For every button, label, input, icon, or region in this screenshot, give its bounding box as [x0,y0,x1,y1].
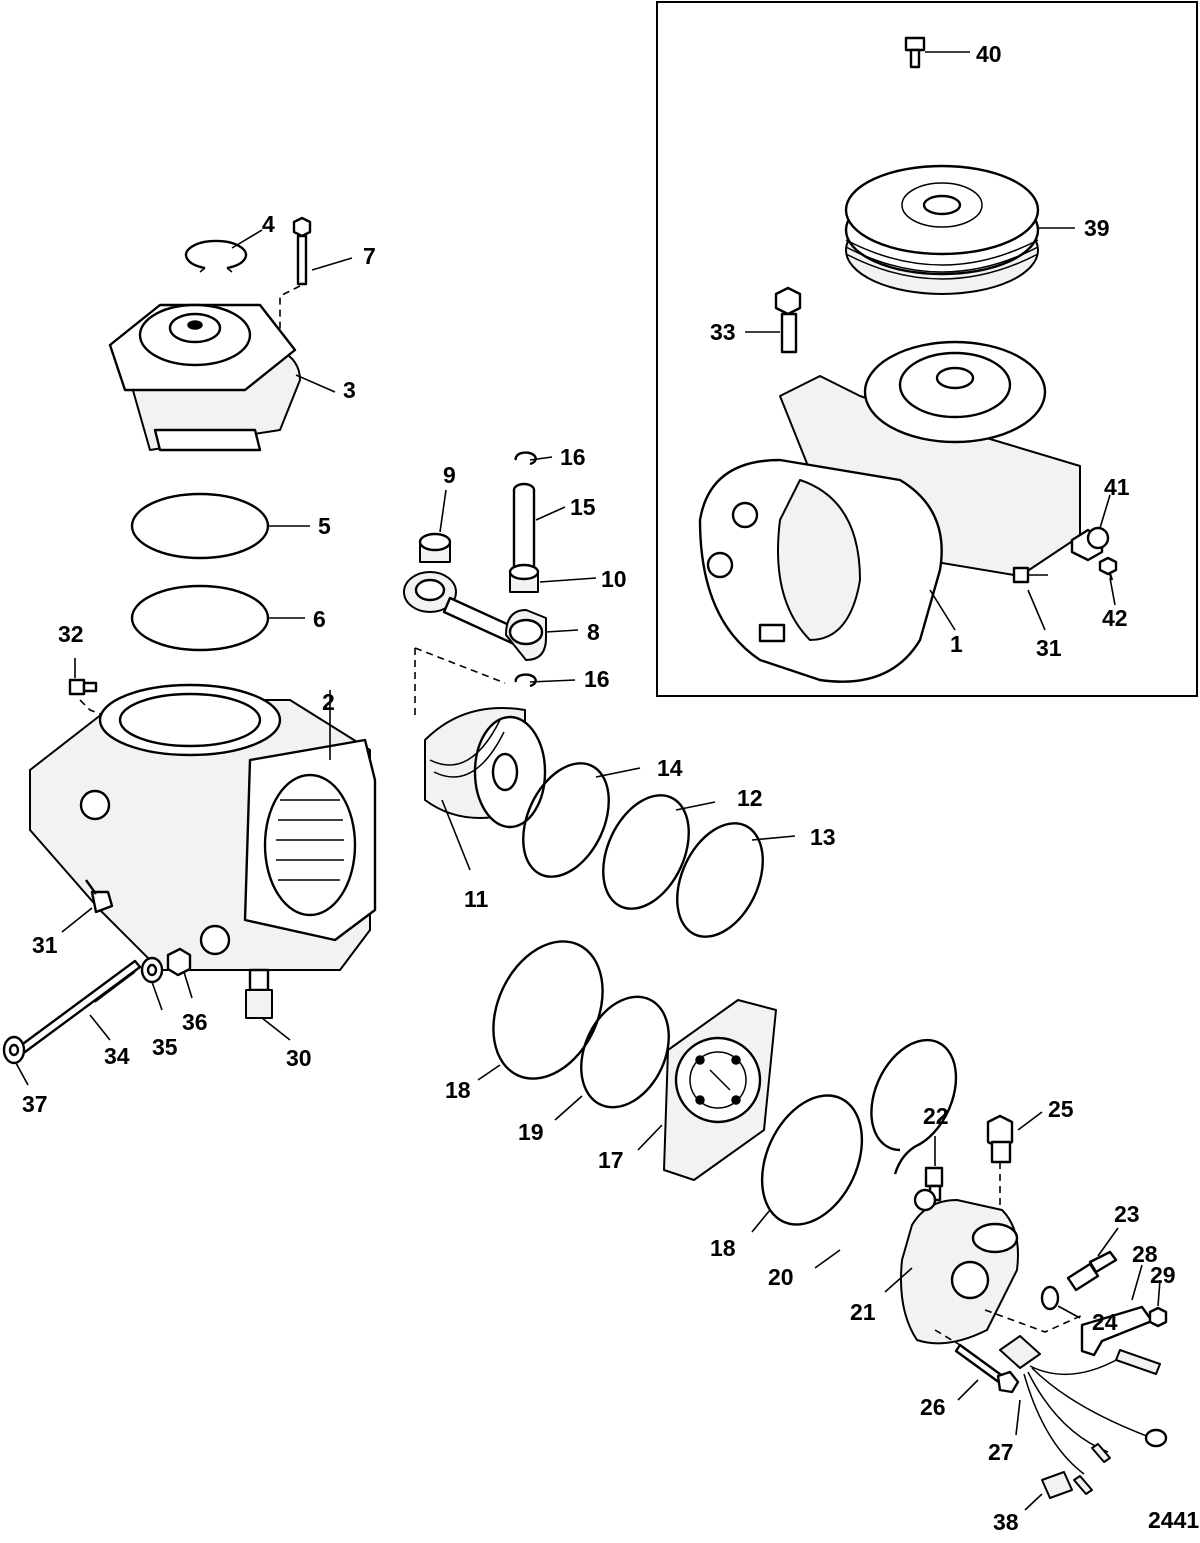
callout-30: 30 [286,1045,312,1071]
callout-15: 15 [570,494,596,520]
callout-38: 38 [993,1509,1019,1535]
callout-21: 21 [850,1299,876,1325]
callout-13: 13 [810,824,836,850]
callout-18: 18 [445,1077,471,1103]
part-39-pulley[interactable] [844,164,1040,295]
part-12-piston-ring[interactable] [586,782,706,923]
callout-10: 10 [601,566,627,592]
part-37-washer[interactable] [2,1035,26,1065]
callout-27: 27 [988,1439,1014,1465]
part-36-nut[interactable] [166,947,192,977]
part-4-snap-ring[interactable] [184,239,248,273]
part-18-o-ring-lower[interactable] [742,1079,881,1240]
callout-29: 29 [1150,1262,1176,1288]
callout-11: 11 [464,886,489,912]
part-25-fitting[interactable] [986,1114,1014,1164]
callout-36: 36 [182,1009,208,1035]
part-32-fitting[interactable] [68,678,98,696]
callout-31: 31 [32,932,58,958]
part-11-piston[interactable] [424,707,547,829]
figure-id: 2441 [1148,1507,1199,1533]
part-16-retaining-clip-lower[interactable] [514,673,537,688]
callout-8: 8 [587,619,600,645]
part-41-clamp[interactable] [1070,526,1110,562]
part-1-compressor-assembly[interactable] [698,340,1081,683]
part-18-o-ring[interactable] [472,924,623,1097]
callout-5: 5 [318,513,331,539]
callout-7: 7 [363,243,376,269]
part-40-bolt[interactable] [904,36,926,69]
assembled-inset-frame [656,1,1198,697]
part-14-piston-ring[interactable] [506,750,626,891]
callout-41: 41 [1104,474,1130,500]
part-29-screw[interactable] [1148,1306,1168,1328]
part-3-front-cover[interactable] [108,303,301,452]
callout-6: 6 [313,606,326,632]
callout-31-inset: 31 [1036,635,1062,661]
callout-16-lower: 16 [584,666,610,692]
callout-25: 25 [1048,1096,1074,1122]
callout-2: 2 [322,689,335,715]
part-28-bracket[interactable] [1080,1305,1154,1357]
callout-40: 40 [976,41,1002,67]
part-31-fitting[interactable] [85,879,114,914]
part-20-reed-valve-gasket[interactable] [870,1038,958,1175]
part-30-fitting[interactable] [245,968,273,1019]
part-2-cylinder-housing[interactable] [29,683,377,971]
part-27-wire-harness[interactable] [999,1335,1168,1495]
callout-42: 42 [1102,605,1128,631]
part-16-retaining-clip-upper[interactable] [514,451,537,466]
part-21-cylinder-head[interactable] [900,1188,1019,1345]
callout-1: 1 [950,631,963,657]
part-19-o-ring[interactable] [564,983,686,1122]
part-26-screw[interactable] [954,1343,1020,1394]
part-13-piston-ring[interactable] [660,810,780,951]
part-33-bolt[interactable] [774,286,802,354]
callout-12: 12 [737,785,763,811]
callout-37: 37 [22,1091,48,1117]
part-5-o-ring[interactable] [130,492,270,560]
part-24-o-ring[interactable] [1040,1285,1060,1311]
callout-34: 34 [104,1043,130,1069]
callout-22: 22 [923,1103,949,1129]
callout-32: 32 [58,621,84,647]
callout-35: 35 [152,1034,178,1060]
part-10-needle-bearing[interactable] [508,563,540,593]
callout-16-upper: 16 [560,444,586,470]
callout-19: 19 [518,1119,544,1145]
part-15-wrist-pin[interactable] [512,482,536,578]
part-9-needle-bearing[interactable] [418,532,452,563]
part-17-valve-plate[interactable] [663,999,777,1181]
callout-3: 3 [343,377,356,403]
callout-14: 14 [657,755,683,781]
callout-33: 33 [710,319,736,345]
callout-24: 24 [1092,1309,1118,1335]
part-8-connecting-rod[interactable] [403,571,547,661]
part-38-terminal-boot[interactable] [1041,1471,1073,1499]
callout-23: 23 [1114,1201,1140,1227]
part-6-o-ring[interactable] [130,584,270,652]
callout-9: 9 [443,462,456,488]
part-7-screw[interactable] [292,216,312,286]
callout-4: 4 [262,211,275,237]
callout-18-lower: 18 [710,1235,736,1261]
callout-26: 26 [920,1394,946,1420]
part-34-stud[interactable] [18,959,142,1054]
callout-28: 28 [1132,1241,1158,1267]
callout-20: 20 [768,1264,794,1290]
callout-17: 17 [598,1147,624,1173]
part-35-washer[interactable] [140,956,164,984]
part-23-fitting[interactable] [1066,1250,1118,1292]
callout-39: 39 [1084,215,1110,241]
part-42-screw[interactable] [1098,556,1118,581]
